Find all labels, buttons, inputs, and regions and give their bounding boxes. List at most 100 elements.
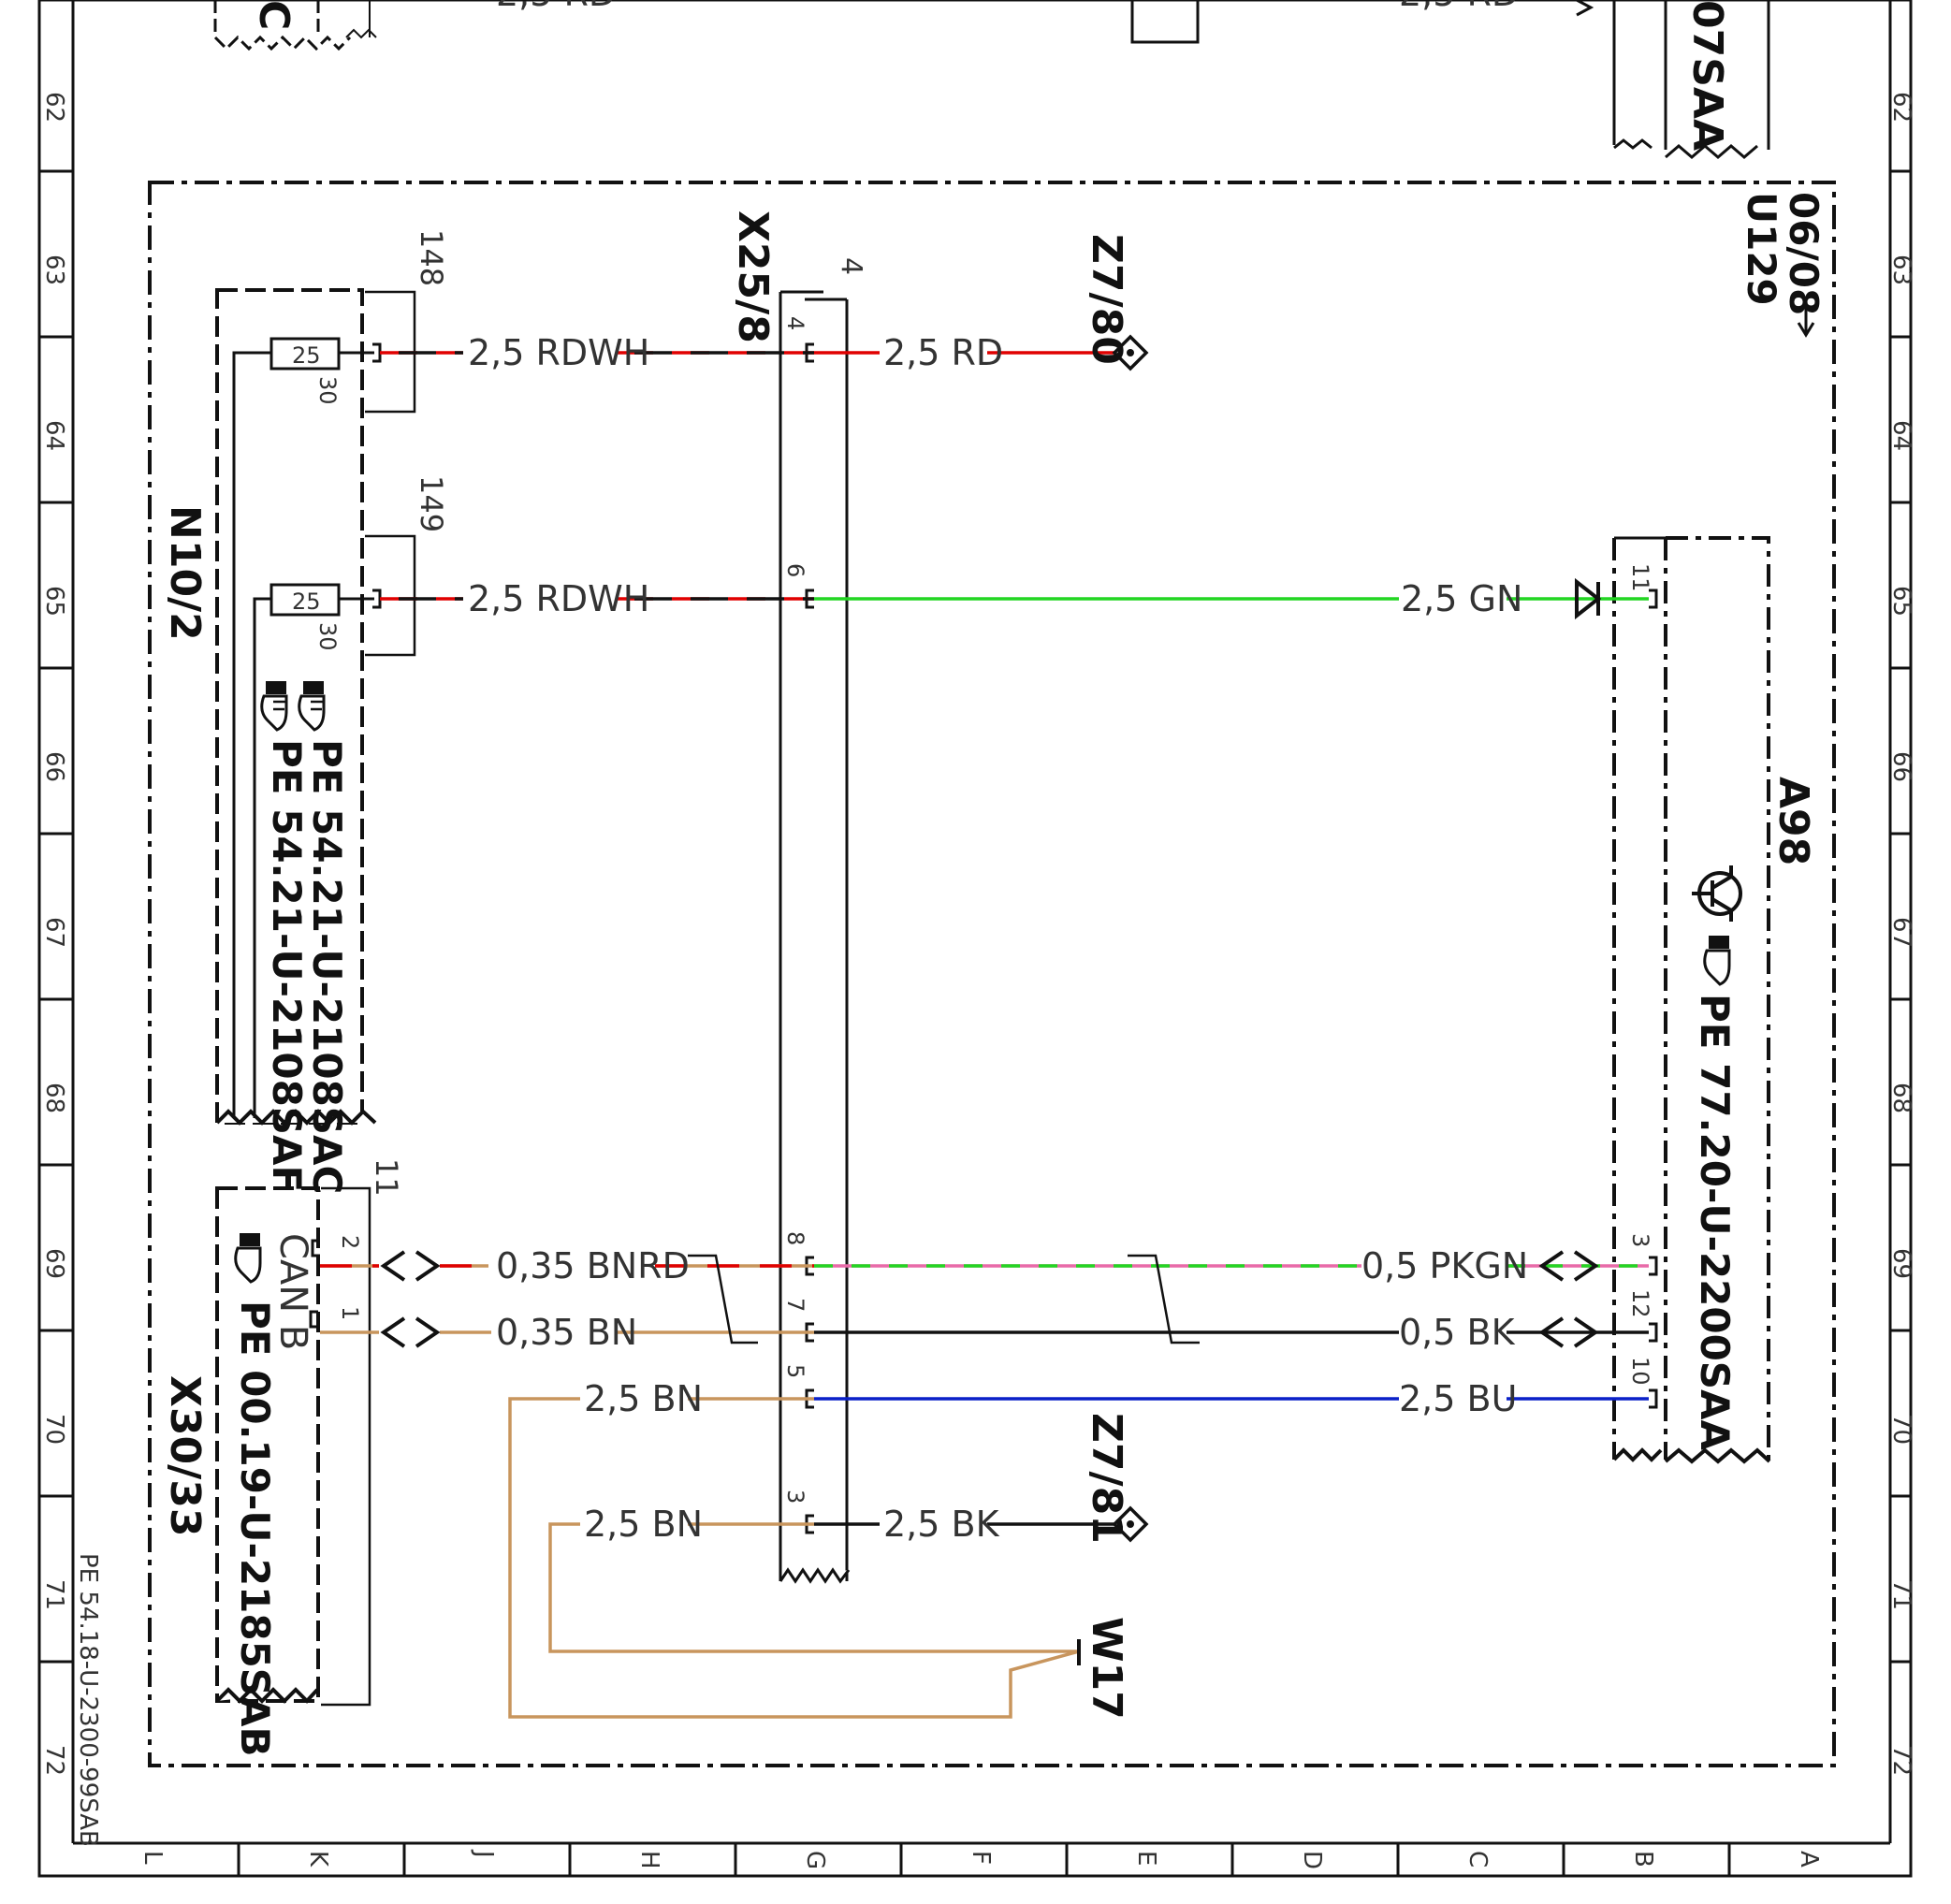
- x25-8-pin-5: 5: [782, 1364, 808, 1378]
- x25-8-pin-8: 8: [782, 1231, 808, 1245]
- wire-label-bk-gnd2: 2,5 BK: [883, 1504, 1000, 1545]
- fuse-1-rating: 25: [292, 342, 321, 369]
- row-label: 72: [40, 1745, 68, 1776]
- z7-80-label: Z7/80: [1083, 234, 1130, 365]
- x30-33-can-connector: 11 CAN B PE 00.19-U-2185SAB X30/33 2 1: [161, 1158, 404, 1757]
- wire-labels: 2,5 RDWH 2,5 RD 2,5 RDWH 2,5 GN 0,35 BNR…: [468, 332, 1528, 1545]
- row-label: 63: [40, 254, 68, 285]
- top-left-wire-label: 2,5 RD: [496, 0, 616, 14]
- row-label: 68: [40, 1083, 68, 1113]
- column-label: L: [138, 1851, 167, 1865]
- row-label: 62: [40, 92, 68, 123]
- fuse-2-rating: 25: [292, 589, 321, 615]
- wire-label-bn-gnd1: 2,5 BN: [584, 1378, 703, 1419]
- wire-bn-gnd2-route: [548, 1522, 1079, 1653]
- row-label: 64: [1887, 420, 1915, 451]
- row-label: 65: [1887, 586, 1915, 617]
- row-label: 66: [40, 751, 68, 782]
- w17-ground: W17: [1077, 1617, 1130, 1720]
- column-label: C: [1463, 1851, 1492, 1868]
- footer-reference: PE 54.18-U-2300-99SAB: [74, 1553, 102, 1847]
- row-label: 70: [40, 1414, 68, 1445]
- row-label: 64: [40, 420, 68, 451]
- x30-33-label: X30/33: [161, 1375, 209, 1536]
- wire-label-bk-can: 0,5 BK: [1399, 1312, 1516, 1353]
- wire-bn-gnd1-route: [508, 1397, 1080, 1719]
- wires: [320, 351, 1649, 1719]
- column-label: B: [1629, 1851, 1657, 1868]
- n10-2-pe-ref-1: PE 54.21-U-2108SAC: [304, 739, 350, 1194]
- x30-33-pe-ref: PE 00.19-U-2185SAB: [232, 1301, 278, 1757]
- x25-8-pin-7: 7: [782, 1298, 808, 1312]
- row-label: 70: [1887, 1414, 1915, 1445]
- row-label: 68: [1887, 1083, 1915, 1113]
- top-right-component-label: 07SAA: [1683, 0, 1731, 151]
- n10-2-fuse-box: 25 30 25 30 148 149 N10/2 PE 54.21-U-210…: [161, 229, 449, 1194]
- sheet-ref-line2: U129: [1739, 192, 1784, 306]
- wire-label-gn: 2,5 GN: [1401, 578, 1522, 619]
- a98-module: A98 PE 77.20-U-2200SAA 11 3 12 10: [1612, 536, 1817, 1464]
- wire-label-bn-can: 0,35 BN: [496, 1312, 637, 1353]
- a98-pe-ref: PE 77.20-U-2200SAA: [1692, 994, 1738, 1451]
- x25-8-connector: X25/8 4 4 6 8 7 5 3: [729, 211, 867, 1584]
- row-label: 67: [1887, 917, 1915, 948]
- row-label: 63: [1887, 254, 1915, 285]
- column-label: K: [304, 1851, 332, 1868]
- wire-label-rdwh-2: 2,5 RDWH: [468, 578, 649, 619]
- column-labels: L K J H G F E D C B A: [138, 1849, 1823, 1869]
- w17-label: W17: [1083, 1617, 1130, 1720]
- row-label: 67: [40, 917, 68, 948]
- top-fragments: C 2,5 RD 2,5 RD 07SAA: [213, 0, 1770, 159]
- row-label: 66: [1887, 751, 1915, 782]
- fuse-2-ref: 149: [414, 475, 449, 532]
- row-label: 65: [40, 586, 68, 617]
- wire-label-bu: 2,5 BU: [1399, 1378, 1517, 1419]
- column-label: E: [1132, 1851, 1160, 1866]
- row-label: 62: [1887, 92, 1915, 123]
- row-label: 69: [40, 1248, 68, 1279]
- drawing-frame: [37, 0, 1913, 1878]
- sheet-ref-arrow-icon: [1797, 301, 1815, 338]
- x25-8-pin-6: 6: [782, 563, 808, 577]
- row-label: 72: [1887, 1745, 1915, 1776]
- a98-pin-11: 11: [1627, 563, 1653, 592]
- z7-81-label: Z7/81: [1083, 1413, 1130, 1544]
- column-label: D: [1298, 1851, 1326, 1869]
- column-label: H: [635, 1851, 663, 1869]
- a98-pin-3: 3: [1627, 1233, 1653, 1247]
- x25-8-pin-4: 4: [782, 316, 808, 330]
- pointing-hand-icon: [298, 681, 326, 732]
- x25-8-ref: 4: [835, 257, 867, 275]
- column-label: J: [470, 1849, 498, 1858]
- fuse-2: [269, 583, 341, 617]
- z7-81-ground-point: Z7/81: [1083, 1413, 1149, 1544]
- n10-2-label: N10/2: [161, 505, 209, 641]
- pointing-hand-icon: [260, 681, 288, 732]
- fuse-1-ref: 148: [414, 229, 449, 286]
- a98-pin-10: 10: [1627, 1357, 1653, 1386]
- pointing-hand-icon: [1703, 936, 1731, 986]
- x30-33-pin-1: 1: [337, 1306, 363, 1320]
- a98-label: A98: [1769, 777, 1817, 865]
- fuse-2-pin: 30: [314, 622, 341, 651]
- wire-label-rd: 2,5 RD: [883, 332, 1003, 373]
- plug-symbols: [380, 577, 1602, 1348]
- row-label: 71: [40, 1579, 68, 1610]
- n10-2-pe-ref-2: PE 54.21-U-2108SAF: [264, 739, 310, 1192]
- sheet-ref-line1: 06/08: [1781, 192, 1827, 315]
- pointing-hand-icon: [234, 1233, 262, 1284]
- module-boundary: [148, 181, 1836, 1767]
- column-label: F: [967, 1851, 995, 1865]
- wire-label-rdwh-1: 2,5 RDWH: [468, 332, 649, 373]
- can-b-label: CAN B: [271, 1233, 314, 1350]
- wire-label-pkgn: 0,5 PKGN: [1361, 1245, 1528, 1286]
- column-label: G: [801, 1851, 829, 1869]
- x30-33-ref: 11: [369, 1158, 404, 1197]
- transistor-icon: [1692, 865, 1742, 922]
- fuse-1-pin: 30: [314, 376, 341, 405]
- column-label: A: [1795, 1851, 1823, 1868]
- x25-8-label: X25/8: [729, 211, 777, 343]
- top-right-wire-label: 2,5 RD: [1399, 0, 1519, 14]
- x30-33-pin-2: 2: [337, 1235, 363, 1249]
